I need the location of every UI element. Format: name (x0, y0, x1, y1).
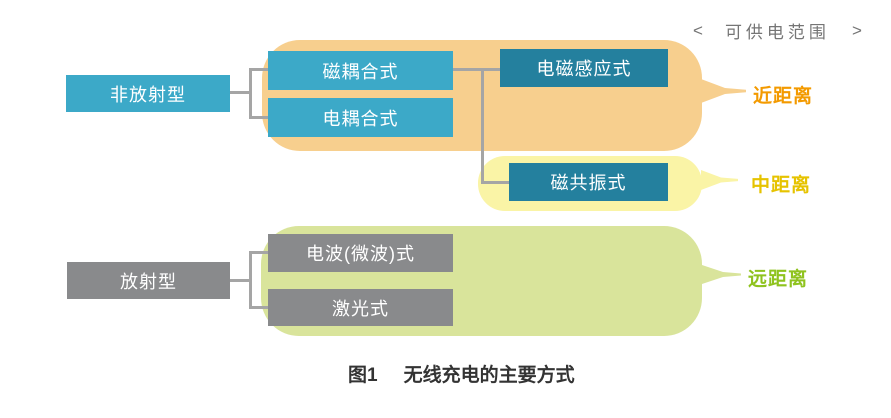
node-laser: 激光式 (268, 289, 453, 326)
near-distance-label: 近距离 (753, 86, 814, 107)
connector-to-magnetic-coupling (249, 68, 268, 71)
connector-radiative-vertical (249, 251, 252, 309)
node-magnetic-coupling: 磁耦合式 (268, 51, 453, 90)
node-radio-wave: 电波(微波)式 (268, 234, 453, 272)
connector-induction-vertical (481, 68, 484, 184)
right-chevron-icon: > (851, 20, 862, 40)
connector-radiative-trunk (230, 279, 252, 282)
near-range-pointer (701, 79, 746, 103)
power-range-label: 可供电范围 (724, 23, 830, 42)
left-chevron-icon: < (693, 20, 703, 40)
connector-nonradiative-trunk (230, 91, 252, 94)
figure-title: 无线充电的主要方式 (403, 365, 575, 386)
node-radiative: 放射型 (67, 262, 230, 299)
connector-to-resonance (481, 181, 510, 184)
connector-coupling-to-induction (452, 68, 500, 71)
mid-distance-label: 中距离 (751, 175, 812, 196)
connector-to-radio-wave (249, 251, 268, 254)
connector-to-laser (249, 306, 268, 309)
connector-to-electric-coupling (249, 116, 268, 119)
mid-range-pointer (701, 170, 738, 190)
node-electric-coupling: 电耦合式 (268, 98, 453, 137)
figure-caption: 图1 无线充电的主要方式 (348, 360, 575, 387)
node-electromagnetic-induction: 电磁感应式 (500, 49, 668, 87)
connector-nonradiative-vertical (249, 68, 252, 119)
far-distance-label: 远距离 (748, 269, 809, 290)
far-range-pointer (702, 265, 741, 284)
node-magnetic-resonance: 磁共振式 (509, 163, 668, 201)
node-non-radiative: 非放射型 (66, 75, 230, 112)
figure-number: 图1 (348, 365, 378, 386)
power-range-header: < 可供电范围 > (693, 18, 862, 43)
